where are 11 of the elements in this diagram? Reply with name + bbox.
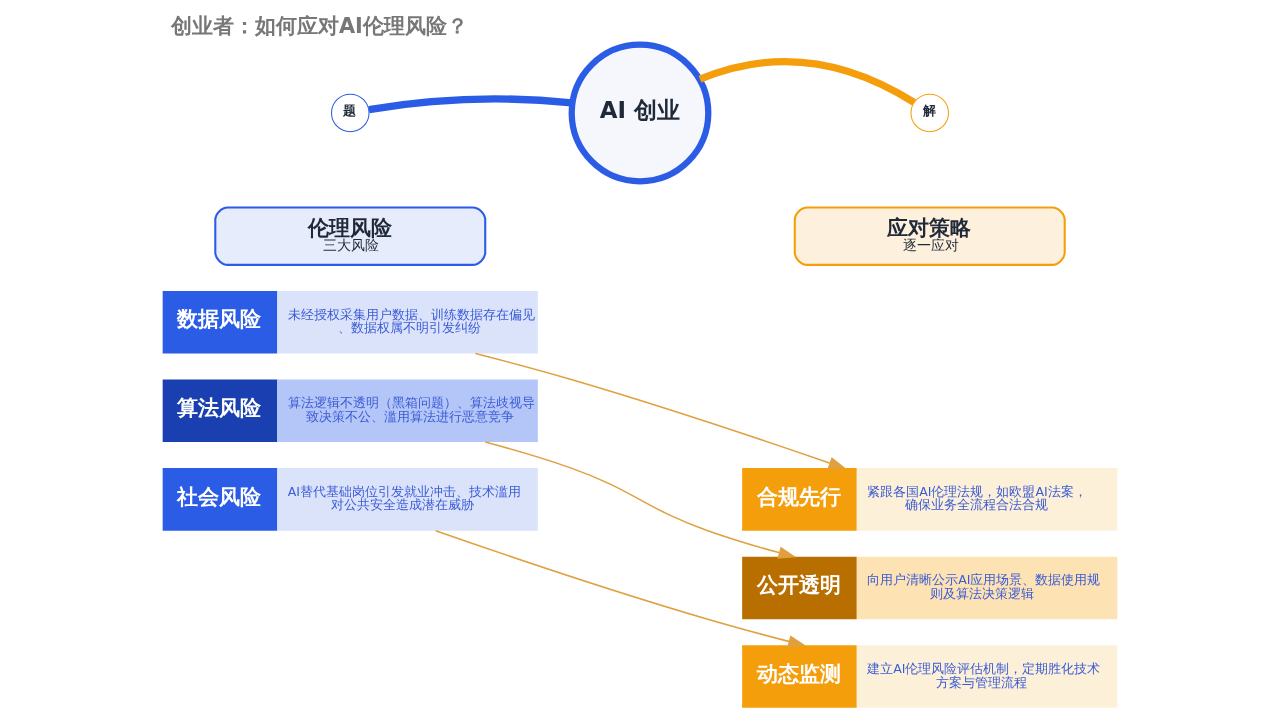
node-circle: AI 创业 — [568, 41, 712, 184]
connector — [368, 94, 573, 113]
arrow — [474, 352, 847, 469]
arrow — [434, 529, 806, 647]
node-box: 伦理风险 三大风险 — [214, 206, 487, 266]
node-circle: 题 — [331, 93, 370, 132]
node-box: 应对策略 逐一应对 — [793, 206, 1066, 266]
arrow — [484, 440, 797, 559]
node-circle: 解 — [910, 93, 949, 132]
diagram-title: 创业者：如何应对AI伦理风险？ — [171, 13, 468, 38]
connector — [698, 57, 916, 106]
